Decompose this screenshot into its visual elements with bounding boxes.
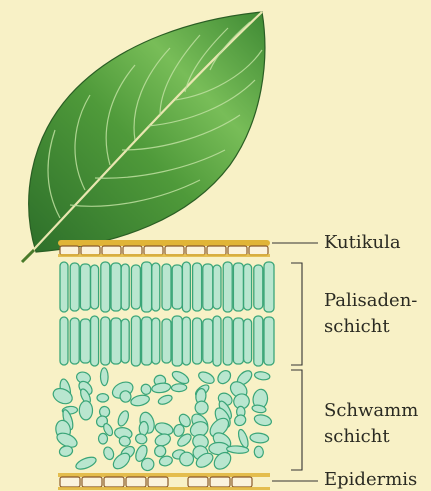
palisade-cell	[91, 265, 99, 309]
spongy-layer	[51, 368, 273, 473]
spongy-cell	[151, 382, 171, 394]
spongy-cell	[130, 394, 151, 408]
leaf-illustration	[22, 12, 265, 262]
spongy-cell	[102, 446, 115, 461]
palisade-cell	[60, 317, 68, 365]
spongy-cell	[254, 371, 270, 381]
palisade-cell	[152, 318, 160, 364]
palisade-cell	[111, 318, 121, 364]
spongy-cell	[74, 455, 97, 472]
palisade-cell	[193, 263, 202, 311]
palisade-cell	[223, 317, 232, 365]
epidermis-cell	[123, 246, 142, 255]
schwamm-bracket	[291, 370, 302, 470]
spongy-cell	[98, 433, 107, 444]
leader-lines	[272, 243, 318, 481]
palisade-cell	[101, 262, 110, 312]
spongy-cell	[51, 386, 75, 407]
spongy-cell	[250, 432, 269, 443]
palisade-cell	[172, 265, 182, 309]
spongy-cell	[157, 394, 173, 406]
spongy-cell	[116, 409, 130, 427]
schwamm-label-line1: Schwamm	[324, 400, 418, 422]
spongy-cell	[100, 368, 108, 386]
palisade-cell	[80, 264, 90, 310]
epidermis-cell	[249, 246, 268, 255]
epidermis-cell	[81, 246, 100, 255]
epidermis-cell	[188, 477, 208, 487]
palisade-layer	[60, 262, 274, 366]
spongy-cell	[215, 368, 233, 386]
palisade-cell	[80, 319, 90, 363]
palisade-cell	[233, 318, 243, 364]
palisade-cell	[152, 263, 160, 311]
upper-epidermis	[58, 240, 270, 257]
palisaden-label-line2: schicht	[324, 316, 390, 338]
spongy-cell	[233, 413, 248, 428]
epidermis-cell	[144, 246, 163, 255]
spongy-cell	[79, 401, 92, 420]
spongy-cell	[254, 446, 264, 458]
palisade-cell	[142, 317, 152, 365]
palisade-cell	[254, 265, 263, 309]
palisade-cell	[142, 262, 152, 312]
palisade-cell	[162, 319, 171, 363]
epidermis-cell	[60, 477, 80, 487]
spongy-cell	[139, 383, 152, 396]
palisade-cell	[244, 319, 252, 363]
palisade-cell	[213, 265, 221, 309]
epidermis-cell	[102, 246, 121, 255]
epidermis-cell	[60, 246, 79, 255]
palisade-cell	[264, 317, 274, 365]
palisade-cell	[203, 319, 213, 363]
spongy-cell	[179, 452, 193, 466]
epidermis-cell	[165, 246, 184, 255]
epidermis-cell	[104, 477, 124, 487]
palisade-cell	[91, 316, 99, 366]
leaf-stem	[22, 250, 34, 262]
palisade-cell	[193, 318, 202, 364]
epidermis-cell	[82, 477, 102, 487]
cuticle-layer	[58, 240, 270, 246]
epidermis-cell	[186, 246, 205, 255]
palisade-cell	[203, 264, 213, 310]
palisade-cell	[121, 264, 129, 310]
palisade-cell	[244, 264, 252, 310]
epidermis-cell	[210, 477, 230, 487]
palisade-cell	[131, 265, 140, 309]
palisade-cell	[233, 263, 243, 311]
spongy-cell	[171, 384, 186, 392]
epidermis-cell	[228, 246, 247, 255]
spongy-cell	[253, 413, 272, 427]
palisade-cell	[182, 317, 190, 365]
palisaden-bracket	[291, 263, 302, 365]
palisade-cell	[162, 264, 171, 310]
palisade-cell	[223, 262, 232, 312]
spongy-cell	[97, 394, 109, 402]
epidermis-cell	[232, 477, 252, 487]
palisade-cell	[121, 319, 129, 363]
palisade-cell	[172, 316, 182, 366]
palisade-cell	[264, 262, 274, 312]
palisade-cell	[254, 316, 263, 366]
schwamm-label-line2: schicht	[324, 426, 390, 448]
palisade-cell	[213, 316, 221, 366]
epidermis-cell	[126, 477, 146, 487]
spongy-cell	[139, 421, 149, 435]
epidermis-cell	[148, 477, 168, 487]
palisade-cell	[70, 263, 79, 311]
kutikula-label: Kutikula	[324, 232, 401, 254]
spongy-cell	[197, 370, 216, 386]
palisade-cell	[60, 262, 68, 312]
palisaden-label-line1: Palisaden-	[324, 290, 417, 312]
lower-epidermis	[58, 473, 270, 490]
epidermis-label: Epidermis	[324, 469, 417, 491]
epidermis-cell	[207, 246, 226, 255]
palisade-cell	[131, 316, 140, 366]
palisade-cell	[70, 318, 79, 364]
palisade-cell	[111, 263, 121, 311]
palisade-cell	[182, 262, 190, 312]
palisade-cell	[101, 317, 110, 365]
